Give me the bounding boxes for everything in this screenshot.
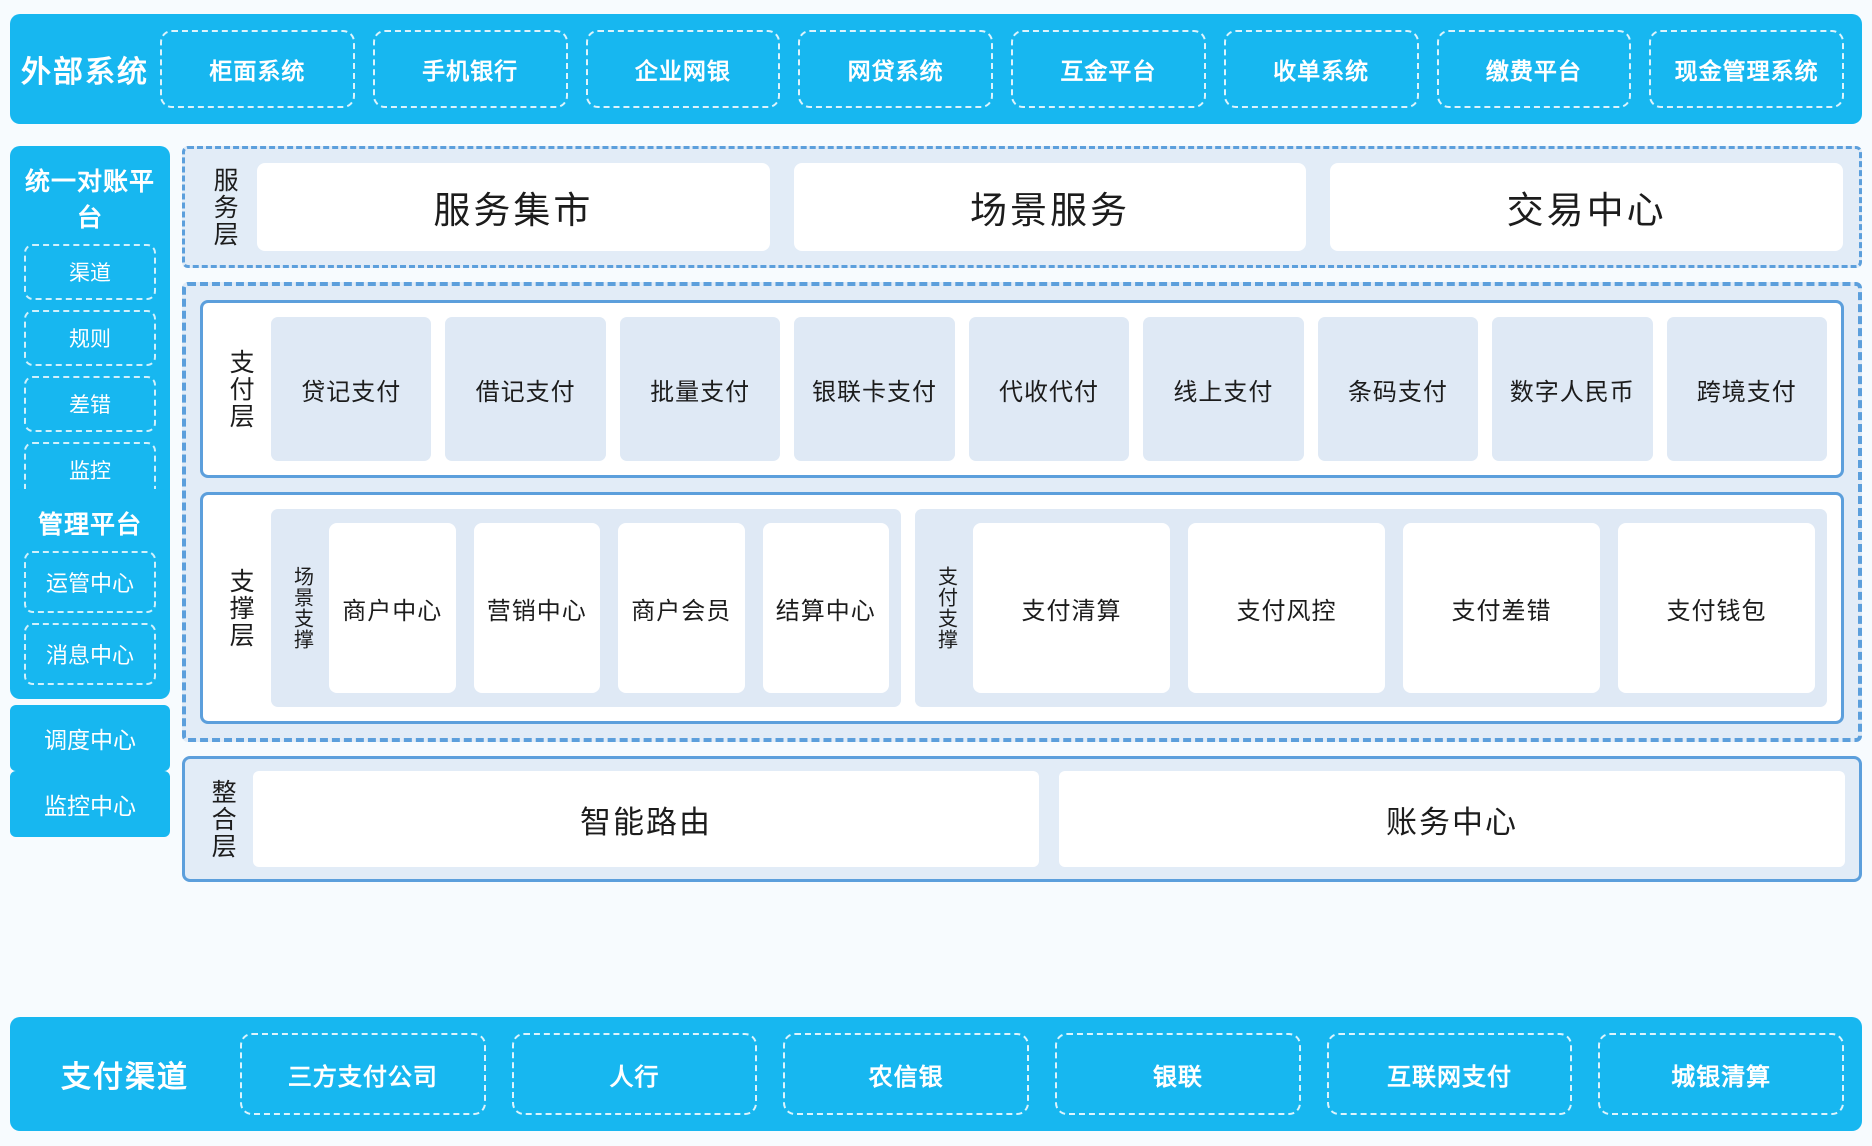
support-card-pay-riskcontrol[interactable]: 支付风控 — [1188, 523, 1385, 693]
recon-platform-card: 统一对账平台 渠道 规则 差错 监控 — [10, 146, 170, 512]
support-layer-groups: 场景支撑 商户中心 营销中心 商户会员 结算中心 支付支撑 支付清算 支付风控 — [271, 509, 1827, 707]
payment-channel-item-1[interactable]: 三方支付公司 — [240, 1033, 486, 1115]
payment-chip-collection[interactable]: 代收代付 — [968, 317, 1130, 461]
payment-chip-crossborder[interactable]: 跨境支付 — [1666, 317, 1827, 461]
support-card-merchant-member[interactable]: 商户会员 — [618, 523, 745, 693]
recon-platform-title: 统一对账平台 — [24, 167, 155, 232]
integration-layer-label: 整合层 — [208, 778, 238, 860]
external-system-item-7[interactable]: 缴费平台 — [1436, 30, 1632, 108]
integration-layer-panel: 整合层 智能路由 账务中心 — [182, 756, 1862, 882]
integration-card-accounting[interactable]: 账务中心 — [1059, 771, 1845, 867]
integration-layer-list: 智能路由 账务中心 — [253, 771, 1845, 867]
support-card-pay-clearing[interactable]: 支付清算 — [973, 523, 1170, 693]
recon-platform-item-rule[interactable]: 规则 — [24, 310, 156, 366]
payment-channel-item-4[interactable]: 银联 — [1055, 1033, 1301, 1115]
external-systems-band: 外部系统 柜面系统 手机银行 企业网银 网贷系统 互金平台 收单系统 缴费平台 … — [10, 14, 1862, 124]
support-group-payment-label: 支付支撑 — [934, 566, 959, 650]
payment-chip-digital-rmb[interactable]: 数字人民币 — [1492, 317, 1653, 461]
support-layer-panel: 支撑层 场景支撑 商户中心 营销中心 商户会员 结算中心 支付支撑 — [200, 492, 1844, 724]
mgmt-platform-title: 管理平台 — [37, 510, 142, 539]
external-system-item-8[interactable]: 现金管理系统 — [1649, 30, 1844, 108]
service-layer-list: 服务集市 场景服务 交易中心 — [257, 163, 1844, 251]
service-layer-container: 服务层 服务集市 场景服务 交易中心 — [182, 146, 1862, 268]
support-card-pay-wallet[interactable]: 支付钱包 — [1618, 523, 1815, 693]
payment-layer-panel: 支付层 贷记支付 借记支付 批量支付 银联卡支付 代收代付 线上支付 条码支付 … — [200, 300, 1844, 478]
mgmt-platform-item-message[interactable]: 消息中心 — [24, 623, 156, 685]
support-card-merchant-center[interactable]: 商户中心 — [329, 523, 456, 693]
support-group-payment: 支付支撑 支付清算 支付风控 支付差错 支付钱包 — [915, 509, 1827, 707]
external-system-item-4[interactable]: 网贷系统 — [798, 30, 993, 108]
payment-chip-batch[interactable]: 批量支付 — [619, 317, 781, 461]
service-card-scenario[interactable]: 场景服务 — [793, 163, 1307, 251]
payment-channels-list: 三方支付公司 人行 农信银 银联 互联网支付 城银清算 — [240, 1033, 1845, 1115]
payment-channels-band: 支付渠道 三方支付公司 人行 农信银 银联 互联网支付 城银清算 — [10, 1017, 1862, 1131]
support-group-scene: 场景支撑 商户中心 营销中心 商户会员 结算中心 — [271, 509, 901, 707]
external-systems-list: 柜面系统 手机银行 企业网银 网贷系统 互金平台 收单系统 缴费平台 现金管理系… — [160, 30, 1844, 108]
platform-layer-stack: 服务层 服务集市 场景服务 交易中心 支付层 贷记支付 借记支付 批量支付 银联… — [182, 146, 1862, 882]
support-group-scene-list: 商户中心 营销中心 商户会员 结算中心 — [329, 523, 889, 693]
external-system-item-3[interactable]: 企业网银 — [585, 30, 781, 108]
service-layer-label: 服务层 — [210, 166, 240, 248]
payment-layer-list: 贷记支付 借记支付 批量支付 银联卡支付 代收代付 线上支付 条码支付 数字人民… — [271, 317, 1827, 461]
integration-card-smart-routing[interactable]: 智能路由 — [253, 771, 1039, 867]
external-system-item-6[interactable]: 收单系统 — [1223, 30, 1419, 108]
payment-chip-barcode[interactable]: 条码支付 — [1317, 317, 1479, 461]
payment-chip-credit[interactable]: 贷记支付 — [271, 317, 432, 461]
payment-chip-online[interactable]: 线上支付 — [1143, 317, 1304, 461]
payment-chip-unionpay[interactable]: 银联卡支付 — [794, 317, 955, 461]
support-card-settlement-center[interactable]: 结算中心 — [762, 523, 889, 693]
payment-channel-item-3[interactable]: 农信银 — [783, 1033, 1030, 1115]
payment-channel-item-5[interactable]: 互联网支付 — [1326, 1033, 1573, 1115]
support-card-pay-error[interactable]: 支付差错 — [1403, 523, 1600, 693]
external-system-item-1[interactable]: 柜面系统 — [160, 30, 355, 108]
mgmt-platform-card: 管理平台 运管中心 消息中心 — [10, 489, 170, 699]
recon-platform-item-channel[interactable]: 渠道 — [24, 244, 156, 300]
payment-support-container: 支付层 贷记支付 借记支付 批量支付 银联卡支付 代收代付 线上支付 条码支付 … — [182, 282, 1862, 742]
dispatch-center-card[interactable]: 调度中心 — [10, 705, 170, 771]
support-layer-label: 支撑层 — [226, 567, 256, 649]
support-group-payment-list: 支付清算 支付风控 支付差错 支付钱包 — [973, 523, 1815, 693]
recon-platform-item-error[interactable]: 差错 — [24, 376, 156, 432]
payment-layer-label: 支付层 — [226, 348, 256, 430]
payment-channel-item-6[interactable]: 城银清算 — [1598, 1033, 1845, 1115]
payment-chip-debit[interactable]: 借记支付 — [445, 317, 606, 461]
service-card-marketplace[interactable]: 服务集市 — [257, 163, 770, 251]
support-card-marketing-center[interactable]: 营销中心 — [473, 523, 600, 693]
external-systems-title: 外部系统 — [21, 55, 149, 90]
external-system-item-5[interactable]: 互金平台 — [1011, 30, 1206, 108]
monitor-center-card[interactable]: 监控中心 — [10, 771, 170, 837]
payment-channel-item-2[interactable]: 人行 — [511, 1033, 758, 1115]
support-group-scene-label: 场景支撑 — [290, 566, 315, 650]
service-card-transaction[interactable]: 交易中心 — [1330, 163, 1844, 251]
payment-channels-title: 支付渠道 — [61, 1060, 189, 1095]
external-system-item-2[interactable]: 手机银行 — [372, 30, 568, 108]
mgmt-platform-item-ops[interactable]: 运管中心 — [24, 551, 156, 613]
